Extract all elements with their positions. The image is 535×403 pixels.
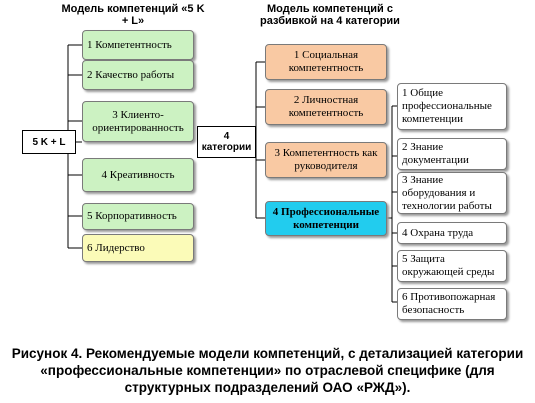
right-box-documentation: 2 Знание документации xyxy=(397,138,507,170)
mid-box-personal: 2 Личностная компетентность xyxy=(265,89,387,125)
left-box-leadership: 6 Лидерство xyxy=(82,234,194,262)
mid-box-social: 1 Социальная компетентность xyxy=(265,44,387,80)
right-box-equipment: 3 Знание оборудования и технологии работ… xyxy=(397,172,507,214)
figure-caption: Рисунок 4. Рекомендуемые модели компетен… xyxy=(11,346,524,395)
right-box-general-professional: 1 Общие профессиональные компетенции xyxy=(397,83,507,130)
left-box-creativity: 4 Креативность xyxy=(82,158,194,192)
mid-box-professional: 4 Профессиональные компетенции xyxy=(265,201,387,236)
right-model-header: Модель компетенций с разбивкой на 4 кате… xyxy=(260,3,400,27)
right-box-labor-safety: 4 Охрана труда xyxy=(397,222,507,244)
left-box-corporate: 5 Корпоративность xyxy=(82,203,194,230)
right-box-environment: 5 Защита окружающей среды xyxy=(397,250,507,282)
four-categories-box: 4 категории xyxy=(197,126,256,158)
left-box-work-quality: 2 Качество работы xyxy=(82,60,194,90)
left-model-header: Модель компетенций «5 K + L» xyxy=(61,3,205,27)
left-box-client-orientation: 3 Клиенто-ориентированность xyxy=(82,101,194,142)
root-5kl-box: 5 K + L xyxy=(22,130,76,154)
left-box-competence: 1 Компетентность xyxy=(82,30,194,60)
mid-box-leader: 3 Компетентность как руководителя xyxy=(265,142,387,178)
right-box-fire-safety: 6 Противопожарная безопасность xyxy=(397,288,507,320)
